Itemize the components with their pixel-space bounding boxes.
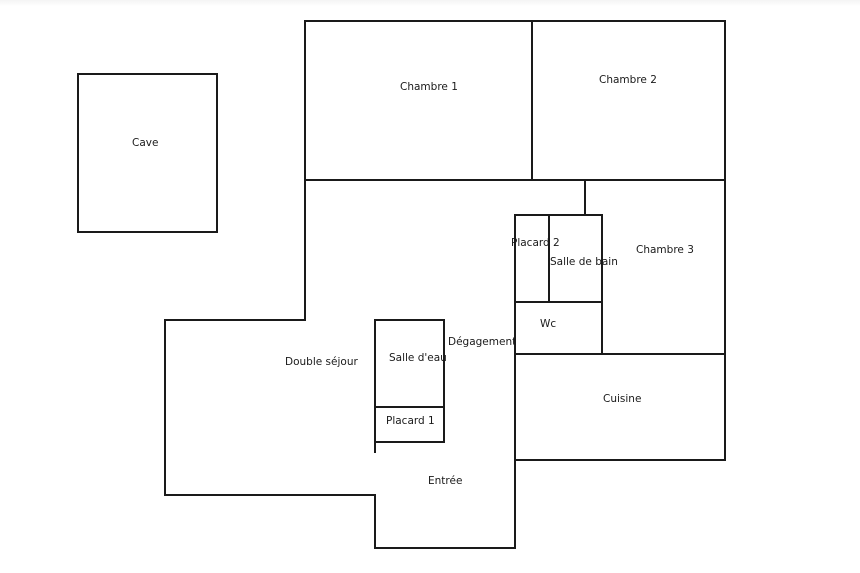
cave-outline (77, 73, 218, 233)
label-salle-de-bain: Salle de bain (550, 256, 618, 268)
label-entree: Entrée (428, 475, 463, 487)
top-band (0, 0, 860, 6)
label-degagement: Dégagement (448, 336, 517, 348)
label-wc: Wc (540, 318, 557, 330)
apartment-outer-wall (164, 20, 726, 549)
label-placard-1: Placard 1 (386, 415, 435, 427)
label-cuisine: Cuisine (603, 393, 642, 405)
label-double-sejour: Double séjour (285, 356, 358, 368)
label-cave: Cave (132, 137, 159, 149)
wc-walls (514, 301, 603, 355)
label-placard-2: Placard 2 (511, 237, 560, 249)
label-chambre-2: Chambre 2 (599, 74, 657, 86)
salle-deau-outline (374, 319, 445, 443)
label-salle-deau: Salle d'eau (389, 352, 447, 364)
label-chambre-1: Chambre 1 (400, 81, 458, 93)
label-chambre-3: Chambre 3 (636, 244, 694, 256)
